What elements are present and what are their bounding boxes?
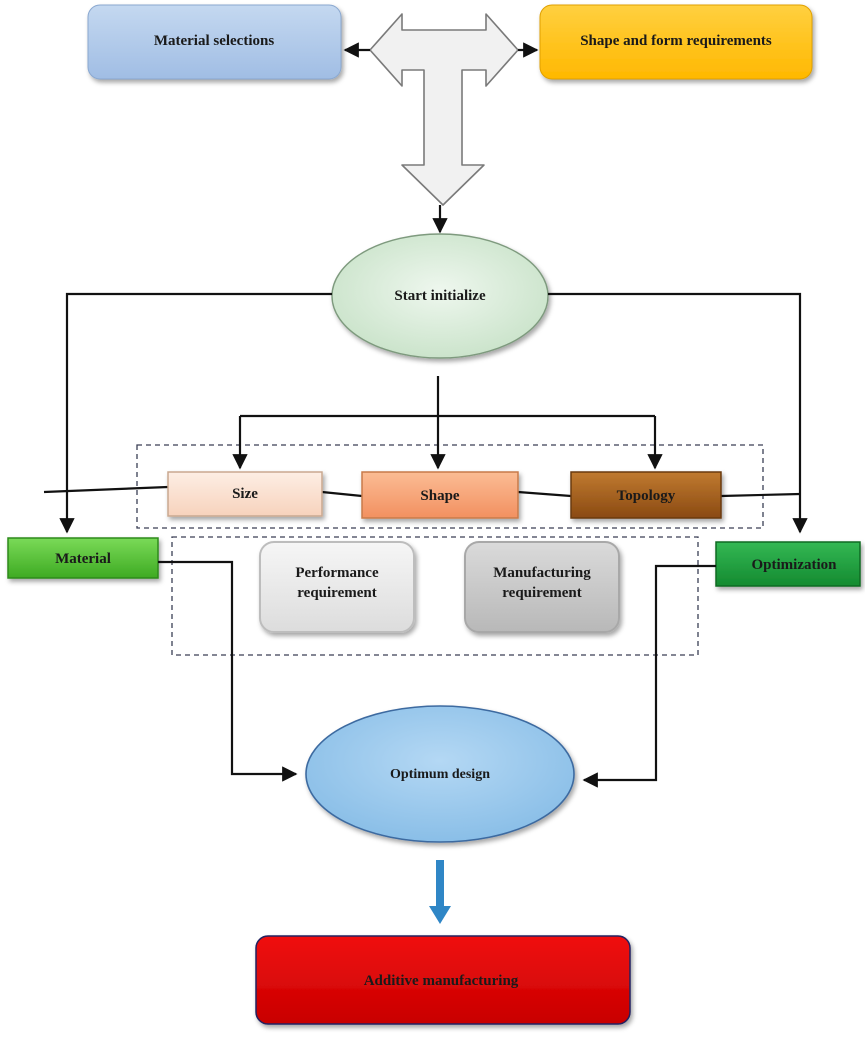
shape-form-requirements-box [539, 4, 813, 80]
requirements-group-box [171, 536, 699, 656]
performance-requirement-box [259, 541, 415, 633]
connector-start-to-material [59, 292, 332, 534]
material-label: Material [55, 551, 111, 567]
manufacturing-requirement-label-line1: Manufacturing [493, 565, 591, 581]
connector-start-to-optimization [548, 292, 808, 534]
optimization-label: Optimization [752, 557, 838, 573]
connector-optimization-to-optimum [582, 564, 716, 788]
topology-label: Topology [617, 488, 676, 504]
performance-requirement-label-line1: Performance [295, 565, 379, 581]
material-box [7, 537, 159, 579]
size-box [167, 471, 323, 517]
optimum-design-label: Optimum design [390, 767, 490, 782]
additive-manufacturing-box [255, 935, 631, 1025]
size-label: Size [232, 486, 258, 502]
shape-label: Shape [420, 488, 460, 504]
connector-topology-right [720, 492, 801, 498]
topology-box [570, 471, 722, 519]
connector-size-shape [321, 490, 363, 498]
connector-material-to-optimum [158, 560, 298, 782]
optimization-box [715, 541, 861, 587]
connector-size-left [43, 485, 169, 494]
additive-manufacturing-label: Additive manufacturing [364, 973, 519, 989]
manufacturing-requirement-box [464, 541, 620, 633]
start-initialize-label: Start initialize [394, 288, 486, 304]
manufacturing-requirement-label-line2: requirement [502, 585, 581, 601]
down-arrow-to-additive-manufacturing [429, 860, 451, 924]
parameters-group-box [136, 444, 764, 529]
t-shaped-block-arrow [369, 13, 519, 206]
performance-requirement-label-line2: requirement [297, 585, 376, 601]
shape-box [361, 471, 519, 519]
material-selections-box [87, 4, 342, 80]
optimum-design-ellipse [305, 705, 575, 843]
connector-shape-topology [517, 490, 572, 498]
material-selections-label: Material selections [154, 33, 275, 49]
start-initialize-ellipse [331, 233, 549, 359]
shape-form-requirements-label: Shape and form requirements [580, 33, 772, 49]
